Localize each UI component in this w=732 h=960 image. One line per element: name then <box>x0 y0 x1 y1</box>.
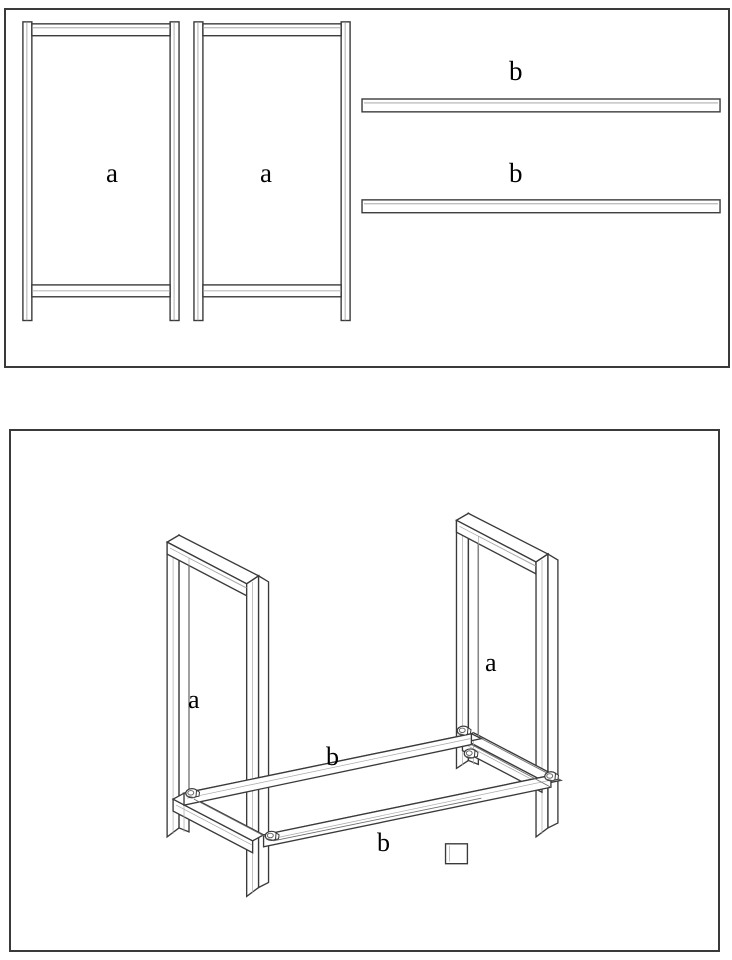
assembly-cross-rail-front <box>261 774 563 848</box>
cross-rail-lower-drawing <box>361 199 721 214</box>
side-frame-right-drawing <box>193 21 351 322</box>
parts-drawing <box>22 21 721 322</box>
assembly-label-frame-left: a <box>188 685 200 714</box>
parts-panel: a a b b <box>4 8 730 368</box>
parts-label-side-frame-right: a <box>260 158 272 188</box>
assembly-label-rail-rear: b <box>326 742 339 771</box>
cross-rail-upper-drawing <box>361 98 721 113</box>
assembly-panel: a a b b <box>9 429 720 952</box>
assembly-side-frame-right <box>455 512 559 839</box>
side-frame-left-drawing <box>22 21 180 322</box>
assembly-label-rail-front: b <box>377 828 390 857</box>
assembly-side-frame-left <box>165 534 270 898</box>
parts-label-side-frame-left: a <box>106 158 118 188</box>
assembly-label-frame-right: a <box>485 648 497 677</box>
assembly-depth-links <box>193 738 562 842</box>
parts-label-rail-upper: b <box>509 56 523 86</box>
parts-label-rail-lower: b <box>509 158 523 188</box>
assembly-rear-foot-stub <box>444 843 469 865</box>
assembly-drawing <box>165 512 563 898</box>
